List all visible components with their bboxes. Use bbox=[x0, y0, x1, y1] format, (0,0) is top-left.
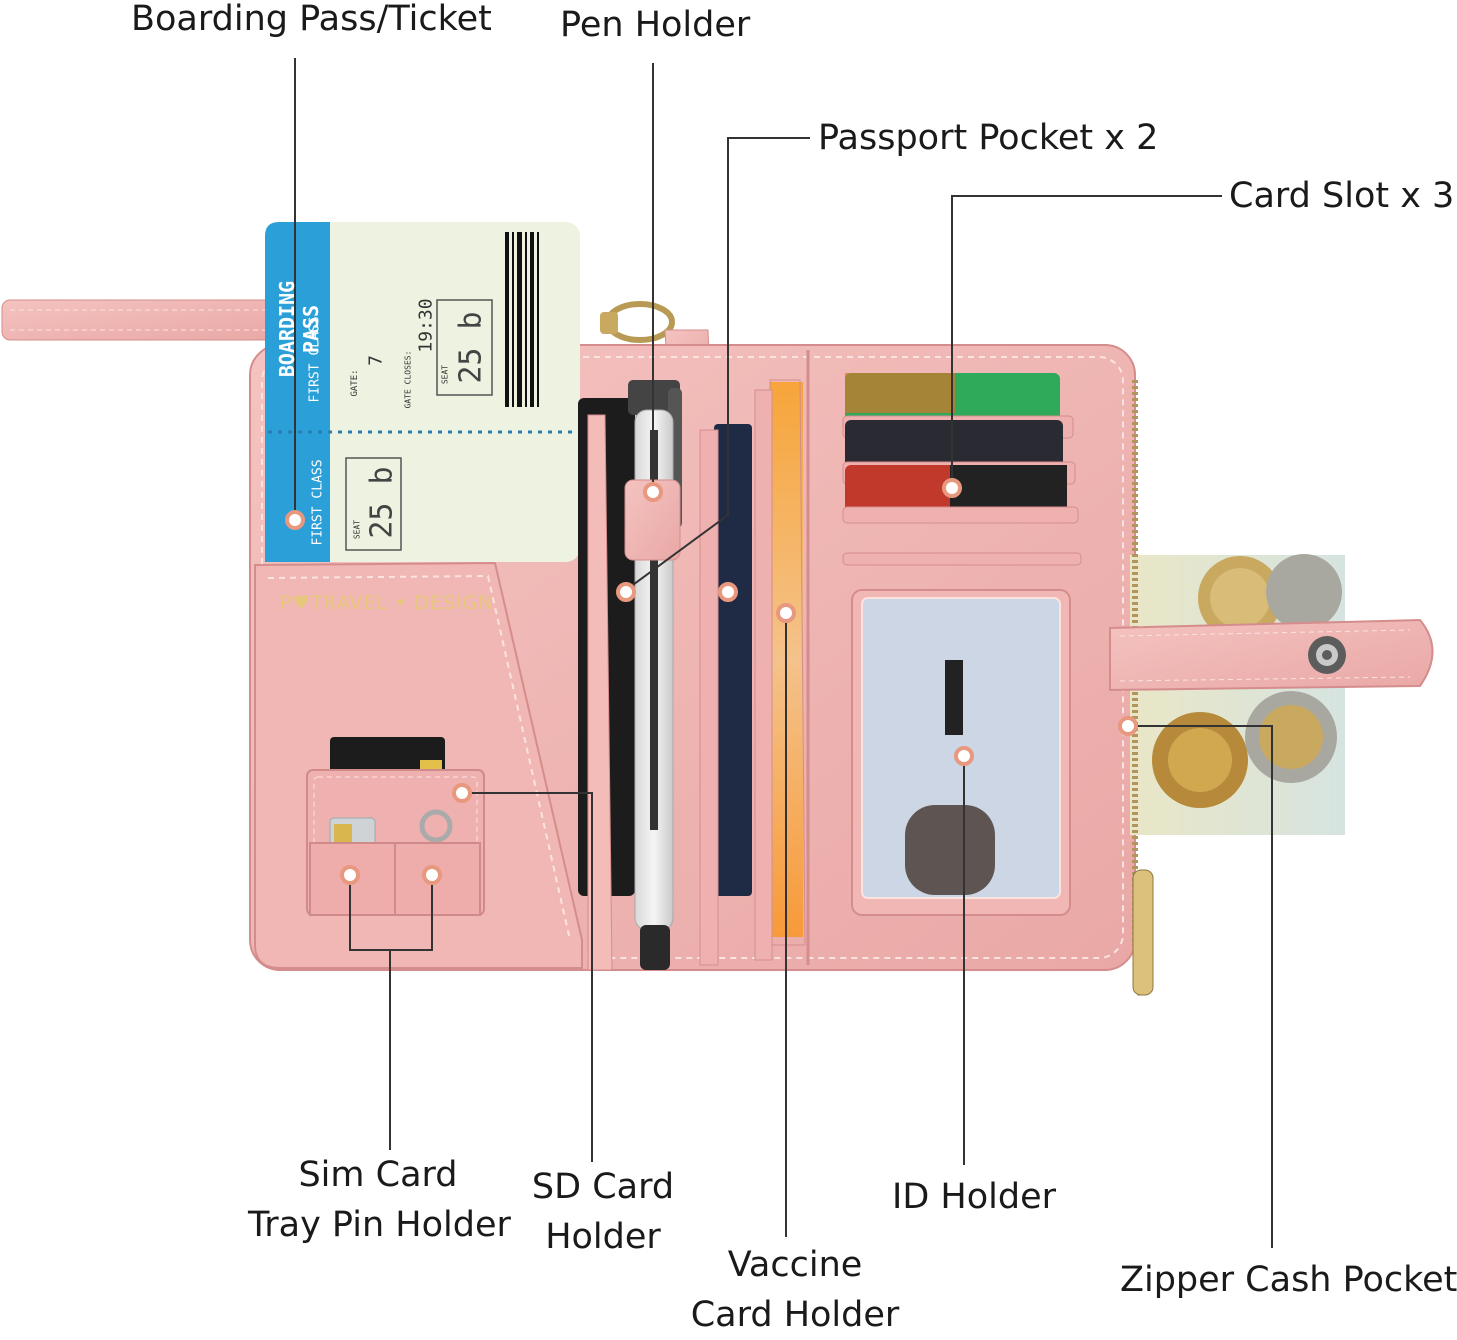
ticket-seat-label: SEAT bbox=[440, 364, 450, 385]
label-vaccine: Vaccine Card Holder bbox=[690, 1240, 900, 1340]
cash-pocket-contents bbox=[1130, 554, 1345, 835]
leader-sd-card bbox=[462, 792, 593, 1162]
leader-passport bbox=[625, 137, 810, 591]
label-sim-card-line1: Sim Card bbox=[298, 1155, 458, 1195]
wrist-strap bbox=[1, 299, 278, 341]
ticket-seat-value: 25 b bbox=[453, 311, 489, 384]
label-sd-card-line2: Holder bbox=[545, 1217, 661, 1257]
callout-dots bbox=[285, 478, 1138, 885]
ticket-stub-class: FIRST CLASS bbox=[310, 459, 326, 546]
leader-tray-pin bbox=[390, 876, 433, 951]
ticket-gate-label: GATE: bbox=[350, 369, 360, 397]
brand-print: P♥TRAVEL • DESIGN bbox=[280, 592, 494, 614]
card-slots bbox=[842, 373, 1082, 566]
vaccine-card bbox=[754, 379, 806, 961]
label-sim-card-line2: Tray Pin Holder bbox=[248, 1205, 511, 1245]
ticket-gate-value: 7 bbox=[365, 355, 387, 366]
label-passport-pocket: Passport Pocket x 2 bbox=[818, 118, 1159, 158]
zipper-pull-icon bbox=[1132, 869, 1154, 996]
label-card-slot: Card Slot x 3 bbox=[1229, 176, 1455, 216]
ticket-stub-seat-label: SEAT bbox=[352, 519, 362, 540]
lobster-clasp-icon bbox=[600, 301, 675, 343]
label-sd-card: SD Card Holder bbox=[528, 1162, 678, 1262]
leader-zipper-cash bbox=[1128, 725, 1273, 1248]
label-boarding-pass: Boarding Pass/Ticket bbox=[131, 0, 492, 39]
ticket-gate-closes-label: GATE CLOSES: bbox=[403, 350, 413, 409]
ticket-gate-closes-value: 19:30 bbox=[415, 298, 437, 353]
leader-card-slot bbox=[951, 195, 1222, 488]
boarding-pass-ticket bbox=[265, 222, 580, 562]
pen bbox=[624, 380, 682, 970]
callout-lines bbox=[294, 58, 1273, 1248]
label-sd-card-line1: SD Card bbox=[531, 1167, 675, 1207]
ticket-stub-seat-value: 25 b bbox=[364, 466, 400, 539]
leader-sim-card bbox=[349, 876, 391, 1150]
passport-pocket bbox=[578, 398, 752, 971]
label-vaccine-line2: Card Holder bbox=[690, 1295, 900, 1335]
ticket-class: FIRST CLASS bbox=[307, 316, 323, 403]
snap-strap bbox=[1109, 618, 1434, 692]
label-vaccine-line1: Vaccine bbox=[727, 1245, 863, 1285]
label-sim-card: Sim Card Tray Pin Holder bbox=[248, 1150, 511, 1250]
ticket-barcode bbox=[505, 232, 539, 407]
label-zipper-cash: Zipper Cash Pocket bbox=[1120, 1260, 1457, 1300]
snap-button-icon bbox=[1308, 636, 1346, 674]
label-id-holder: ID Holder bbox=[892, 1177, 1056, 1217]
label-pen-holder: Pen Holder bbox=[560, 5, 751, 45]
